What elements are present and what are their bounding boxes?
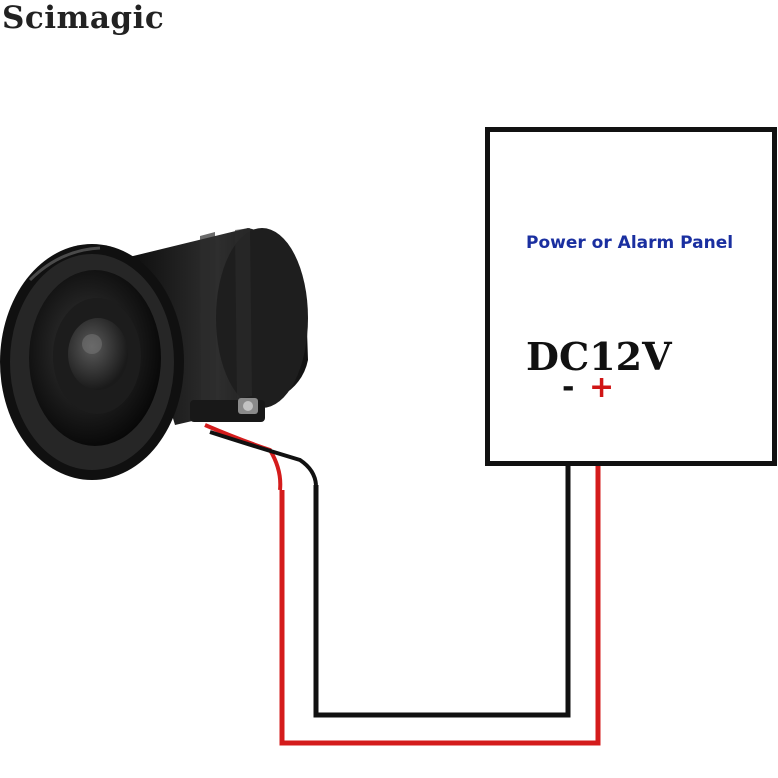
siren-lead-black <box>209 430 318 486</box>
power-alarm-panel: Power or Alarm Panel DC12V - + <box>485 127 777 466</box>
positive-terminal-label: + <box>589 370 615 405</box>
siren-horn-icon <box>0 228 308 480</box>
positive-wire <box>279 398 601 746</box>
voltage-label: DC12V <box>526 334 672 379</box>
negative-terminal-label: - <box>562 370 575 405</box>
negative-wire <box>313 398 571 718</box>
brand-logo: Scimagic <box>2 0 165 36</box>
panel-title: Power or Alarm Panel <box>526 233 734 253</box>
